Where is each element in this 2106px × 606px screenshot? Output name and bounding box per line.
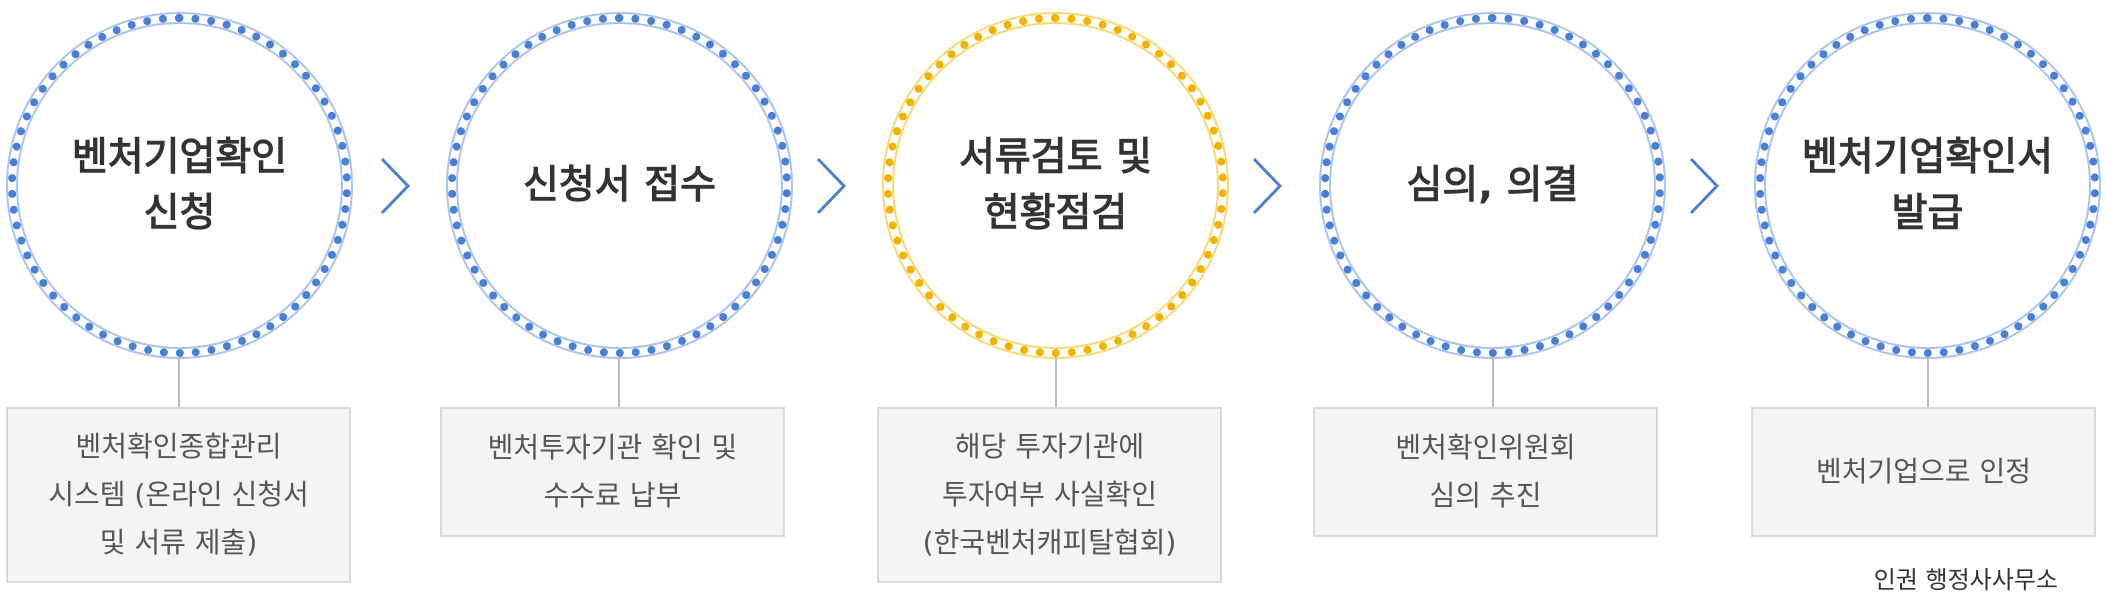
step-1-connector xyxy=(178,357,180,407)
step-2-description-box: 벤처투자기관 확인 및 수수료 납부 xyxy=(440,407,785,537)
step-3-title: 서류검토 및 현황점검 xyxy=(959,134,1152,236)
step-4-description: 벤처확인위원회 심의 추진 xyxy=(1395,431,1576,512)
chevron-right-icon xyxy=(816,157,847,215)
step-3-description-box: 해당 투자기관에 투자여부 사실확인 (한국벤처캐피탈협회) xyxy=(877,407,1222,583)
step-3-connector xyxy=(1055,357,1057,407)
step-4-circle: 심의, 의결 xyxy=(1321,14,1664,357)
step-1-description: 벤처확인종합관리 시스템 (온라인 신청서 및 서류 제출) xyxy=(48,430,309,559)
step-5-circle: 벤처기업확인서 발급 xyxy=(1756,14,2099,357)
step-5-title: 벤처기업확인서 발급 xyxy=(1801,134,2054,236)
chevron-right-icon xyxy=(380,157,411,215)
step-3-description: 해당 투자기관에 투자여부 사실확인 (한국벤처캐피탈협회) xyxy=(922,430,1177,559)
step-5-description: 벤처기업으로 인정 xyxy=(1816,455,2031,488)
step-2-title: 신청서 접수 xyxy=(523,162,716,208)
step-1-title: 벤처기업확인 신청 xyxy=(71,134,288,236)
chevron-right-icon xyxy=(1252,157,1283,215)
step-2-circle: 신청서 접수 xyxy=(448,14,791,357)
step-2-connector xyxy=(618,357,620,407)
step-5-description-box: 벤처기업으로 인정 xyxy=(1751,407,2096,537)
step-3-circle: 서류검토 및 현황점검 xyxy=(884,14,1227,357)
step-1-circle: 벤처기업확인 신청 xyxy=(8,14,351,357)
footer-credit: 인권 행정사사무소 xyxy=(1873,566,2058,594)
step-2-description: 벤처투자기관 확인 및 수수료 납부 xyxy=(487,431,738,512)
step-5-connector xyxy=(1927,357,1929,407)
chevron-right-icon xyxy=(1689,157,1720,215)
step-4-title: 심의, 의결 xyxy=(1406,162,1579,208)
step-1-description-box: 벤처확인종합관리 시스템 (온라인 신청서 및 서류 제출) xyxy=(6,407,351,583)
step-4-description-box: 벤처확인위원회 심의 추진 xyxy=(1313,407,1658,537)
step-4-connector xyxy=(1492,357,1494,407)
